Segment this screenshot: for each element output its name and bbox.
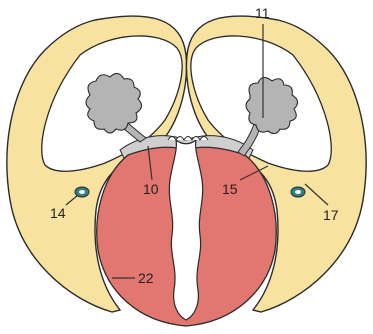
label-15: 15 <box>222 181 238 197</box>
label-22: 22 <box>138 270 154 286</box>
lumen-crest <box>168 137 208 141</box>
label-11: 11 <box>255 5 270 21</box>
right-vessel <box>291 187 305 197</box>
label-17: 17 <box>323 207 339 223</box>
central-lumen <box>169 140 202 320</box>
label-14: 14 <box>50 205 66 221</box>
label-10: 10 <box>143 181 159 197</box>
